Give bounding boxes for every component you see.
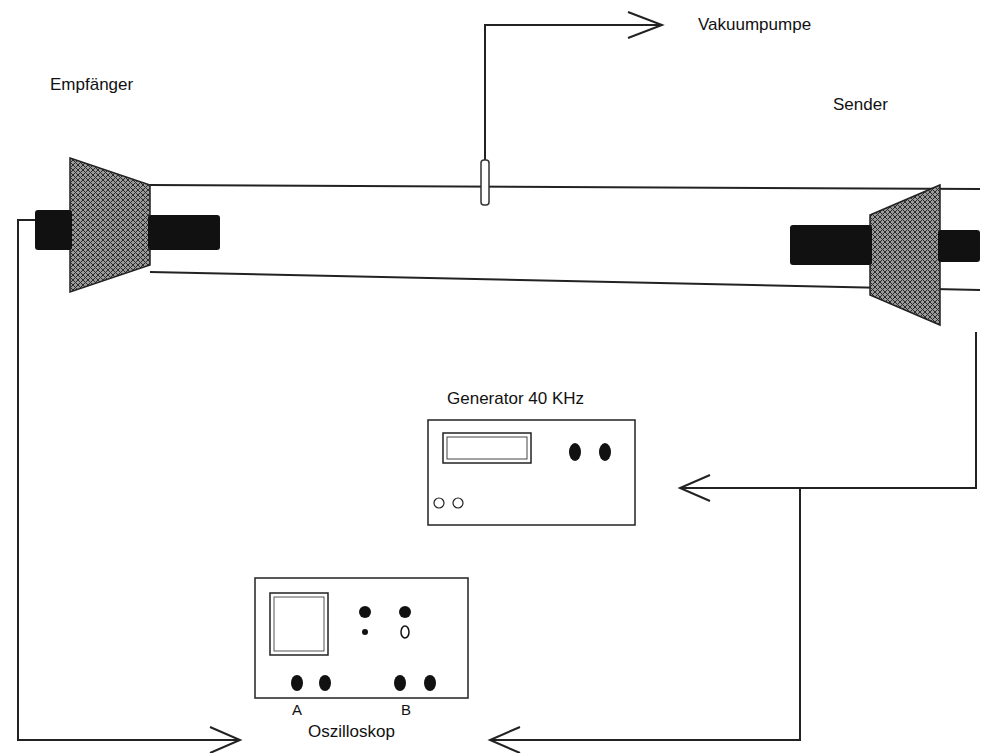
node-label: Oszilloskop [308, 722, 395, 742]
wire-group [18, 220, 240, 753]
horn [870, 185, 940, 325]
shape-outline [18, 70, 230, 305]
channel-label: A [292, 700, 302, 720]
sender-horn: Sender [775, 92, 986, 332]
label-anchor: A [292, 700, 302, 720]
knob [319, 675, 331, 691]
screen [274, 597, 324, 651]
display [443, 433, 531, 463]
oscilloscope-housing [255, 578, 468, 698]
arrowhead [490, 727, 520, 753]
knob [401, 626, 409, 638]
knob [569, 443, 581, 461]
knob [362, 629, 368, 635]
arrowhead [680, 475, 710, 501]
knob [599, 443, 611, 461]
pump-label: Vakuumpumpe [698, 15, 811, 35]
transducer [790, 225, 872, 265]
knob [399, 606, 411, 618]
wire-group [680, 332, 976, 501]
transducer [35, 210, 72, 250]
shape-outline [240, 574, 490, 746]
pump-nozzle [481, 160, 489, 205]
shape-outline [775, 92, 986, 332]
node-label: Empfänger [50, 75, 133, 95]
signal-wire [680, 332, 976, 488]
generator-housing [428, 420, 635, 525]
tube-wall [150, 185, 980, 189]
socket [453, 498, 463, 508]
knob [394, 675, 406, 691]
node-label: Sender [833, 95, 888, 115]
transducer [938, 230, 980, 262]
pump-line [485, 25, 660, 160]
generator-box: Generator 40 KHz [425, 385, 680, 530]
horn [70, 158, 150, 292]
transducer [148, 215, 220, 250]
tube-wall [150, 272, 980, 290]
signal-wire [18, 220, 240, 740]
label-anchor: B [401, 700, 411, 720]
receiver-horn: Empfänger [18, 70, 230, 305]
knob [359, 606, 371, 618]
channel-label: B [401, 700, 411, 720]
knob [424, 675, 436, 691]
display [447, 437, 527, 459]
socket [434, 498, 444, 508]
screen [270, 593, 328, 655]
arrowhead [210, 727, 240, 753]
node-label: Generator 40 KHz [447, 389, 584, 409]
label-anchor: Vakuumpumpe [698, 15, 811, 35]
knob [291, 675, 303, 691]
arrowhead [628, 12, 662, 38]
oscilloscope-box: Oszilloskop [240, 574, 490, 746]
